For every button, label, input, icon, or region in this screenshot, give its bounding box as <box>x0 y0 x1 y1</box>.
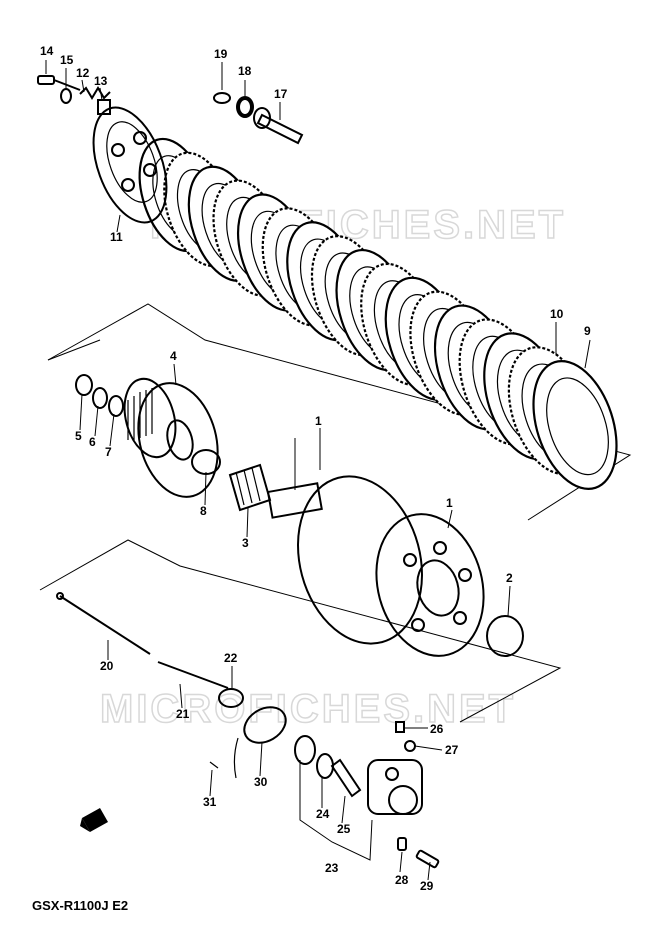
leader-line <box>584 339 591 369</box>
leader-line <box>341 795 346 824</box>
part-label-22: 22 <box>224 651 238 665</box>
part-label-29: 29 <box>420 879 434 893</box>
part-label-1b: 1 <box>446 496 453 510</box>
leader-line <box>427 861 431 881</box>
part-label-13: 13 <box>94 74 108 88</box>
primary-driven-gear <box>266 475 485 657</box>
part-label-15: 15 <box>60 53 74 67</box>
leader-line <box>79 393 83 431</box>
part-label-18: 18 <box>238 64 252 78</box>
arrow-icon <box>80 808 108 832</box>
leader-line <box>116 214 121 233</box>
part-label-25: 25 <box>337 822 351 836</box>
leader-line <box>179 683 183 709</box>
part-label-11: 11 <box>110 230 123 244</box>
watermark-bottom: MICROFICHES.NET <box>100 687 516 731</box>
gasket <box>209 706 287 779</box>
leader-line <box>246 507 249 538</box>
leader-line <box>99 87 103 101</box>
part-label-4: 4 <box>170 349 177 363</box>
part-label-23: 23 <box>325 861 339 875</box>
part-label-31: 31 <box>203 795 217 809</box>
leader-line <box>173 363 177 386</box>
sleeve-hub <box>75 374 221 498</box>
leader-line <box>447 509 453 529</box>
part-label-19: 19 <box>214 47 228 61</box>
needle-bearing <box>228 463 272 512</box>
part-label-1: 1 <box>315 414 322 428</box>
part-label-21: 21 <box>176 707 190 721</box>
model-code: GSX-R1100J E2 <box>32 898 128 913</box>
leader-line <box>259 741 263 777</box>
part-number-labels: 1 1 2 3 4 5 6 7 8 9 10 11 12 13 14 15 17… <box>40 44 591 893</box>
leader-line <box>109 413 115 447</box>
part-label-8: 8 <box>200 504 207 518</box>
leader-line <box>94 405 99 437</box>
part-label-30: 30 <box>254 775 268 789</box>
friction-plate <box>532 360 618 490</box>
part-label-6: 6 <box>89 435 96 449</box>
part-label-5: 5 <box>75 429 82 443</box>
clutch-plate-stack <box>138 137 618 490</box>
part-label-26: 26 <box>430 722 444 736</box>
part-label-24: 24 <box>316 807 330 821</box>
leader-line <box>507 585 511 617</box>
leader-lines <box>45 60 591 881</box>
part-label-14: 14 <box>40 44 54 58</box>
leader-line <box>204 471 207 506</box>
leader-line <box>399 851 403 873</box>
push-rods <box>56 592 244 708</box>
part-label-17: 17 <box>274 87 288 101</box>
part-label-12: 12 <box>76 66 90 80</box>
thrust-washer <box>486 615 524 657</box>
leader-line <box>414 745 443 751</box>
part-label-28: 28 <box>395 873 409 887</box>
push-piece-assembly <box>213 92 304 145</box>
leader-line <box>81 79 85 93</box>
leader-line <box>209 769 213 797</box>
part-label-9: 9 <box>584 324 591 338</box>
clutch-slave-cylinder <box>294 721 440 869</box>
plate-inner-edge <box>546 377 609 476</box>
part-label-2: 2 <box>506 571 513 585</box>
part-label-7: 7 <box>105 445 112 459</box>
part-label-3: 3 <box>242 536 249 550</box>
part-label-27: 27 <box>445 743 459 757</box>
plane-outline-lower <box>39 539 562 723</box>
part-label-20: 20 <box>100 659 114 673</box>
part-label-10: 10 <box>550 307 564 321</box>
